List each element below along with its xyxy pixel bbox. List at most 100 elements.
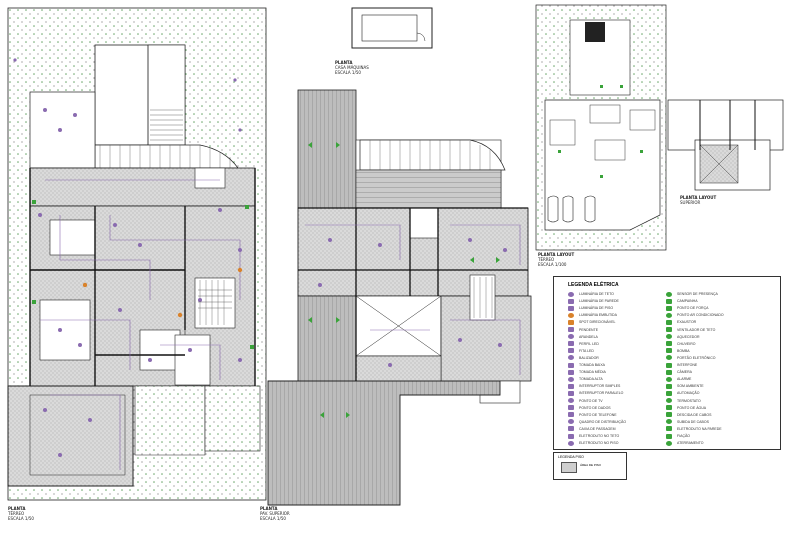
- legend-label: SOM AMBIENTE: [677, 384, 704, 389]
- legend-label: LUMINÁRIA DE PAREDE: [579, 299, 619, 304]
- legend-label: SUBIDA DE CABOS: [677, 419, 709, 424]
- legend-item: LUMINÁRIA DE PAREDE: [568, 298, 619, 305]
- floor-legend-desc: ÁREA DE PISO: [580, 463, 602, 467]
- legend-label: PORTÃO ELETRÔNICO: [677, 355, 716, 360]
- legend-label: SENSOR DE PRESENÇA: [677, 292, 718, 296]
- legend-symbol-icon: [666, 355, 672, 361]
- legend-label: INTERFONE: [677, 363, 698, 367]
- legend-item: SENSOR DE PRESENÇA: [666, 291, 718, 298]
- legend-item: SOM AMBIENTE: [666, 383, 704, 390]
- legend-symbol-icon: [666, 405, 672, 411]
- legend-symbol-icon: [666, 376, 672, 382]
- legend-symbol-icon: [568, 348, 574, 354]
- legend-label: PONTO AR CONDICIONADO: [677, 313, 724, 318]
- legend-label: PONTO DE ÁGUA: [677, 405, 707, 410]
- title-terreo-line2: TÉRREO: [8, 511, 25, 516]
- legend-item: TOMADA BAIXA: [568, 362, 605, 369]
- legend-item: FIAÇÃO: [666, 433, 690, 440]
- legend-item: LUMINÁRIA DE PISO: [568, 305, 613, 312]
- legend-item: CÂMERA: [666, 369, 692, 376]
- legend-item: TERMOSTATO: [666, 398, 701, 405]
- legend-symbol-icon: [666, 390, 672, 396]
- legend-symbol-icon: [568, 341, 574, 347]
- legend-symbol-icon: [666, 348, 672, 354]
- legend-item: SUBIDA DE CABOS: [666, 419, 709, 426]
- legend-label: PERFIL LED: [579, 341, 599, 346]
- legend-symbol-icon: [568, 405, 574, 411]
- title-layout-superior-line2: SUPERIOR: [680, 200, 701, 205]
- legend-symbol-icon: [568, 433, 574, 439]
- legend-label: CHUVEIRO: [677, 341, 696, 346]
- legend-item: LUMINÁRIA EMBUTIDA: [568, 312, 617, 319]
- legend-symbol-icon: [666, 398, 672, 404]
- legend-item: EXAUSTOR: [666, 319, 696, 326]
- legend-symbol-icon: [568, 291, 574, 297]
- legend-item: CAMPAINHA: [666, 298, 698, 305]
- legend-label: AUTOMAÇÃO: [677, 391, 700, 396]
- legend-symbol-icon: [568, 419, 574, 425]
- legend-label: LUMINÁRIA EMBUTIDA: [579, 313, 617, 318]
- legend-item: ATERRAMENTO: [666, 440, 704, 447]
- title-casa-scale: ESCALA 1/50: [335, 70, 361, 75]
- legend-item: PONTO DE ÁGUA: [666, 405, 706, 412]
- legend-symbol-icon: [666, 369, 672, 375]
- legend-label: PONTO DE TELEFONE: [579, 412, 617, 417]
- legend-label: ELETRODUTO NO TETO: [579, 434, 620, 438]
- legend-label: SPOT DIRECIONÁVEL: [579, 320, 616, 325]
- plan-superior: [267, 89, 532, 506]
- legend-label: ELETRODUTO NO PISO: [579, 441, 619, 446]
- legend-label: EXAUSTOR: [677, 320, 697, 325]
- legend-label: ARANDELA: [579, 334, 598, 339]
- title-superior-line1: PLANTA: [260, 506, 278, 511]
- legend-symbol-icon: [568, 376, 574, 382]
- legend-item: PONTO AR CONDICIONADO: [666, 312, 724, 319]
- legend-label: AQUECEDOR: [677, 334, 700, 339]
- title-casa-line2: CASA MÁQUINAS: [335, 65, 369, 70]
- legend-label: TERMOSTATO: [677, 398, 701, 403]
- title-layout-terreo-scale: ESCALA 1/100: [538, 262, 567, 267]
- legend-symbol-icon: [568, 305, 574, 311]
- legend-label: PONTO DE FORÇA: [677, 306, 709, 311]
- legend-item: QUADRO DE DISTRIBUIÇÃO: [568, 419, 626, 426]
- legend-label: QUADRO DE DISTRIBUIÇÃO: [579, 419, 627, 424]
- legend-symbol-icon: [568, 398, 574, 404]
- legend-label: CÂMERA: [677, 370, 692, 375]
- legend-item: ELETRODUTO NO PISO: [568, 440, 618, 447]
- legend-label: BALIZADOR: [579, 355, 599, 360]
- legend-symbol-icon: [666, 383, 672, 389]
- title-layout-terreo-line1: PLANTA LAYOUT: [538, 252, 575, 257]
- plan-terreo: [7, 7, 267, 501]
- legend-label: INTERRUPTOR PARALELO: [579, 391, 624, 396]
- floor-swatch: [561, 462, 577, 473]
- legend-symbol-icon: [666, 433, 672, 439]
- legend-symbol-icon: [568, 327, 574, 333]
- legend-symbol-icon: [666, 341, 672, 347]
- title-layout-terreo-line2: TÉRREO: [538, 257, 555, 262]
- legend-symbol-icon: [568, 383, 574, 389]
- legend-item: PONTO DE TV: [568, 398, 603, 405]
- legend-symbol-icon: [666, 426, 672, 432]
- floor-legend-box: LEGENDA PISO ÁREA DE PISO: [553, 452, 627, 480]
- legend-symbol-icon: [568, 369, 574, 375]
- legend-label: ELETRODUTO NA PAREDE: [677, 426, 722, 431]
- legend-item: FITA LED: [568, 348, 594, 355]
- title-superior-scale: ESCALA 1/50: [260, 516, 286, 521]
- legend-symbol-icon: [568, 412, 574, 418]
- legend-item: CHUVEIRO: [666, 341, 695, 348]
- legend-item: DESCIDA DE CABOS: [666, 412, 711, 419]
- legend-item: AUTOMAÇÃO: [666, 390, 700, 397]
- legend-item: LUMINÁRIA DE TETO: [568, 291, 614, 298]
- legend-symbol-icon: [666, 440, 672, 446]
- legend-symbol-icon: [568, 355, 574, 361]
- legend-label: CAMPAINHA: [677, 299, 698, 304]
- legend-symbol-icon: [666, 362, 672, 368]
- title-casa-line1: PLANTA: [335, 60, 353, 65]
- legend-item: PONTO DE DADOS: [568, 405, 611, 412]
- legend-label: ALARME: [677, 377, 692, 382]
- legend-label: ATERRAMENTO: [677, 441, 704, 446]
- title-terreo-scale: ESCALA 1/50: [8, 516, 34, 521]
- legend-item: VENTILADOR DE TETO: [666, 327, 715, 334]
- legend-symbol-icon: [568, 319, 574, 325]
